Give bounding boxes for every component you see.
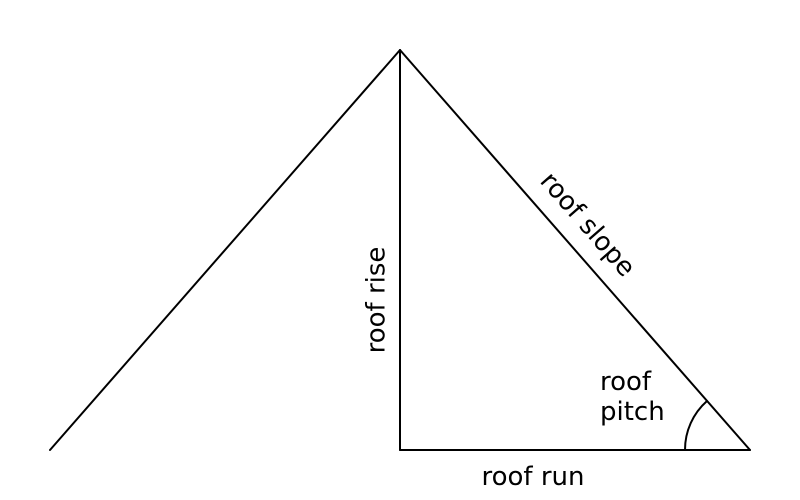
roof-run-label: roof run <box>482 462 585 492</box>
pitch-angle-arc <box>683 400 708 451</box>
roof-slope-line <box>399 49 751 451</box>
roof-pitch-label-line2: pitch <box>600 397 665 427</box>
roof-rise-label: roof rise <box>362 247 392 354</box>
roof-pitch-label-line1: roof <box>600 367 652 397</box>
left-roof-edge <box>49 49 401 451</box>
